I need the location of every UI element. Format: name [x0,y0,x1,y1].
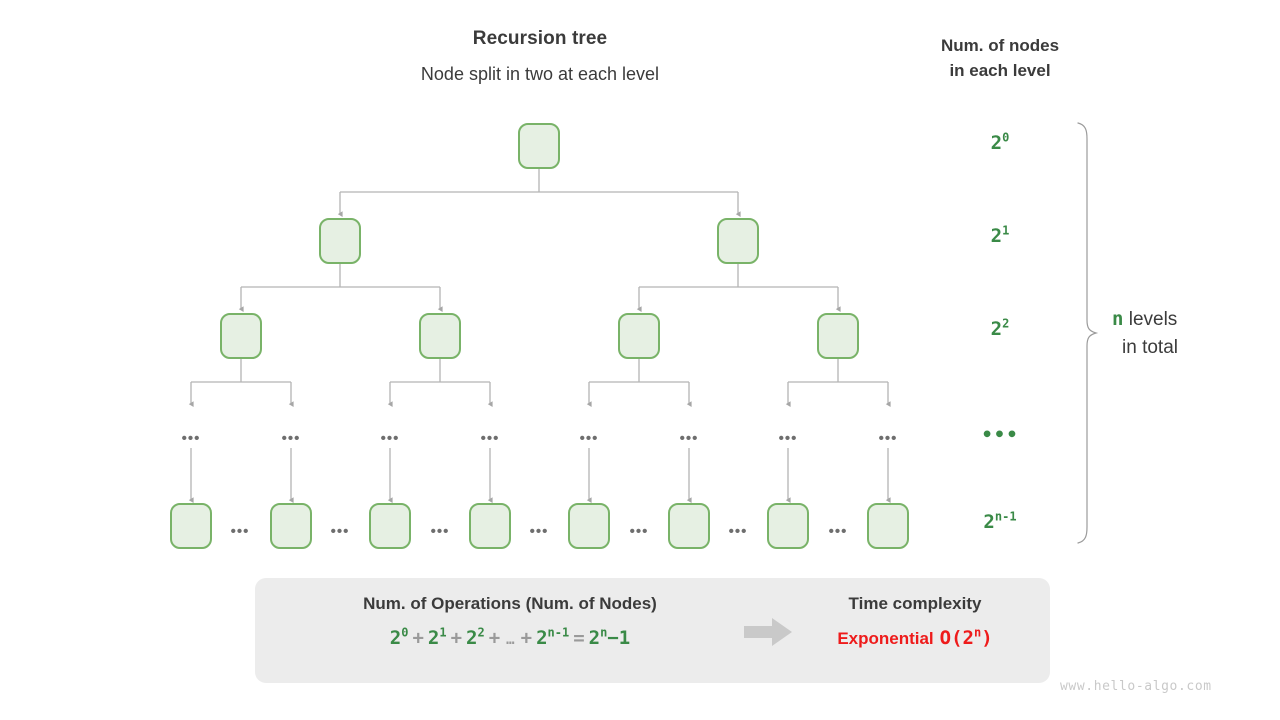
level-count-0-exponent: 0 [1002,130,1010,145]
tree-node[interactable] [618,313,660,359]
formula-plus: + [520,627,533,649]
formula-term-0-exponent: 0 [401,625,409,640]
leaf-dots-item: ••• [331,523,350,540]
nodes-per-level-title-line1: Num. of nodes [940,36,1060,55]
tree-node[interactable] [469,503,511,549]
formula-equals: = [573,627,585,649]
operations-heading: Num. of Operations (Num. of Nodes) [363,594,657,613]
page-title: Recursion tree [472,28,608,49]
level-count-0-base: 2 [990,132,1003,154]
formula-plus: + [488,627,501,649]
level-count-1-base: 2 [990,225,1003,247]
leaf-dots-item: ••• [630,523,649,540]
tree-node[interactable] [668,503,710,549]
tree-nodes [170,123,909,549]
formula-last-term-base: 2 [536,627,548,649]
complexity-bigo: O(2n) [934,627,993,649]
total-levels-line2: in total [1122,337,1178,358]
level-count-last-exponent: n-1 [994,509,1017,524]
tree-node[interactable] [220,313,262,359]
tree-node[interactable] [568,503,610,549]
complexity-bigo-prefix: O(2 [939,627,974,649]
level-count-0: 20 [940,132,1060,154]
watermark: www.hello-algo.com [1060,679,1212,694]
tree-node[interactable] [867,503,909,549]
level-count-2-base: 2 [990,318,1003,340]
mid-dots-item: ••• [381,430,400,447]
mid-dots-item: ••• [182,430,201,447]
formula-plus: + [412,627,424,649]
formula-result-suffix: −1 [607,627,631,649]
tree-node[interactable] [817,313,859,359]
tree-node[interactable] [170,503,212,549]
formula-term-0-base: 2 [389,627,402,649]
formula-ellipsis: … [506,632,515,648]
levels-brace [1077,122,1099,544]
complexity-bigo-exponent: n [974,625,982,640]
tree-node[interactable] [717,218,759,264]
total-levels-line1: levels [1123,309,1178,330]
mid-dots-item: ••• [879,430,898,447]
tree-node[interactable] [518,123,560,169]
level-count-2-exponent: 2 [1002,316,1010,331]
complexity-heading: Time complexity [848,594,982,613]
tree-connectors [188,168,891,503]
mid-dots-item: ••• [481,430,500,447]
leaf-dots-item: ••• [231,523,250,540]
complexity-result-word: Exponential [837,629,934,648]
formula-result-base: 2 [588,627,601,649]
formula-term-2-base: 2 [466,627,478,649]
tree-node[interactable] [369,503,411,549]
complexity-bigo-suffix: ) [981,627,993,649]
total-levels-n-symbol: n [1112,308,1124,330]
formula-term-2-exponent: 2 [477,625,485,640]
mid-dots-item: ••• [779,430,798,447]
leaf-row-ellipsis: ••• ••• ••• ••• ••• ••• ••• [231,523,848,540]
leaf-dots-item: ••• [729,523,748,540]
level-count-2: 22 [940,318,1060,340]
formula-plus: + [450,627,463,649]
tree-level-4-ellipsis-row: ••• ••• ••• ••• ••• ••• ••• ••• [182,430,898,447]
tree-node[interactable] [767,503,809,549]
summary-panel: Num. of Operations (Num. of Nodes) 20+21… [255,578,1050,683]
mid-dots-item: ••• [680,430,699,447]
page-subtitle: Node split in two at each level [420,64,660,84]
operations-summary: Num. of Operations (Num. of Nodes) 20+21… [275,594,745,649]
implies-arrow-icon [744,618,792,646]
nodes-per-level-title-line2: in each level [949,61,1051,80]
nodes-per-level-title: Num. of nodes in each level [900,33,1100,83]
formula-last-term-exponent: n-1 [547,625,570,640]
leaf-dots-item: ••• [431,523,450,540]
level-count-1-exponent: 1 [1002,223,1010,238]
operations-formula: 20+21+22+…+2n-1=2n−1 [275,627,745,649]
formula-term-1-exponent: 1 [439,625,447,640]
level-count-ellipsis: ••• [981,424,1019,446]
level-count-1: 21 [940,225,1060,247]
level-count-last: 2n-1 [940,511,1060,533]
level-count-last-base: 2 [983,511,995,533]
tree-node[interactable] [270,503,312,549]
leaf-dots-item: ••• [530,523,549,540]
leaf-dots-item: ••• [829,523,848,540]
tree-node[interactable] [319,218,361,264]
mid-dots-item: ••• [580,430,599,447]
formula-result-exponent: n [600,625,608,640]
total-levels-annotation: n levels in total [1112,305,1272,362]
tree-node[interactable] [419,313,461,359]
formula-term-1-base: 2 [427,627,440,649]
mid-dots-item: ••• [282,430,301,447]
